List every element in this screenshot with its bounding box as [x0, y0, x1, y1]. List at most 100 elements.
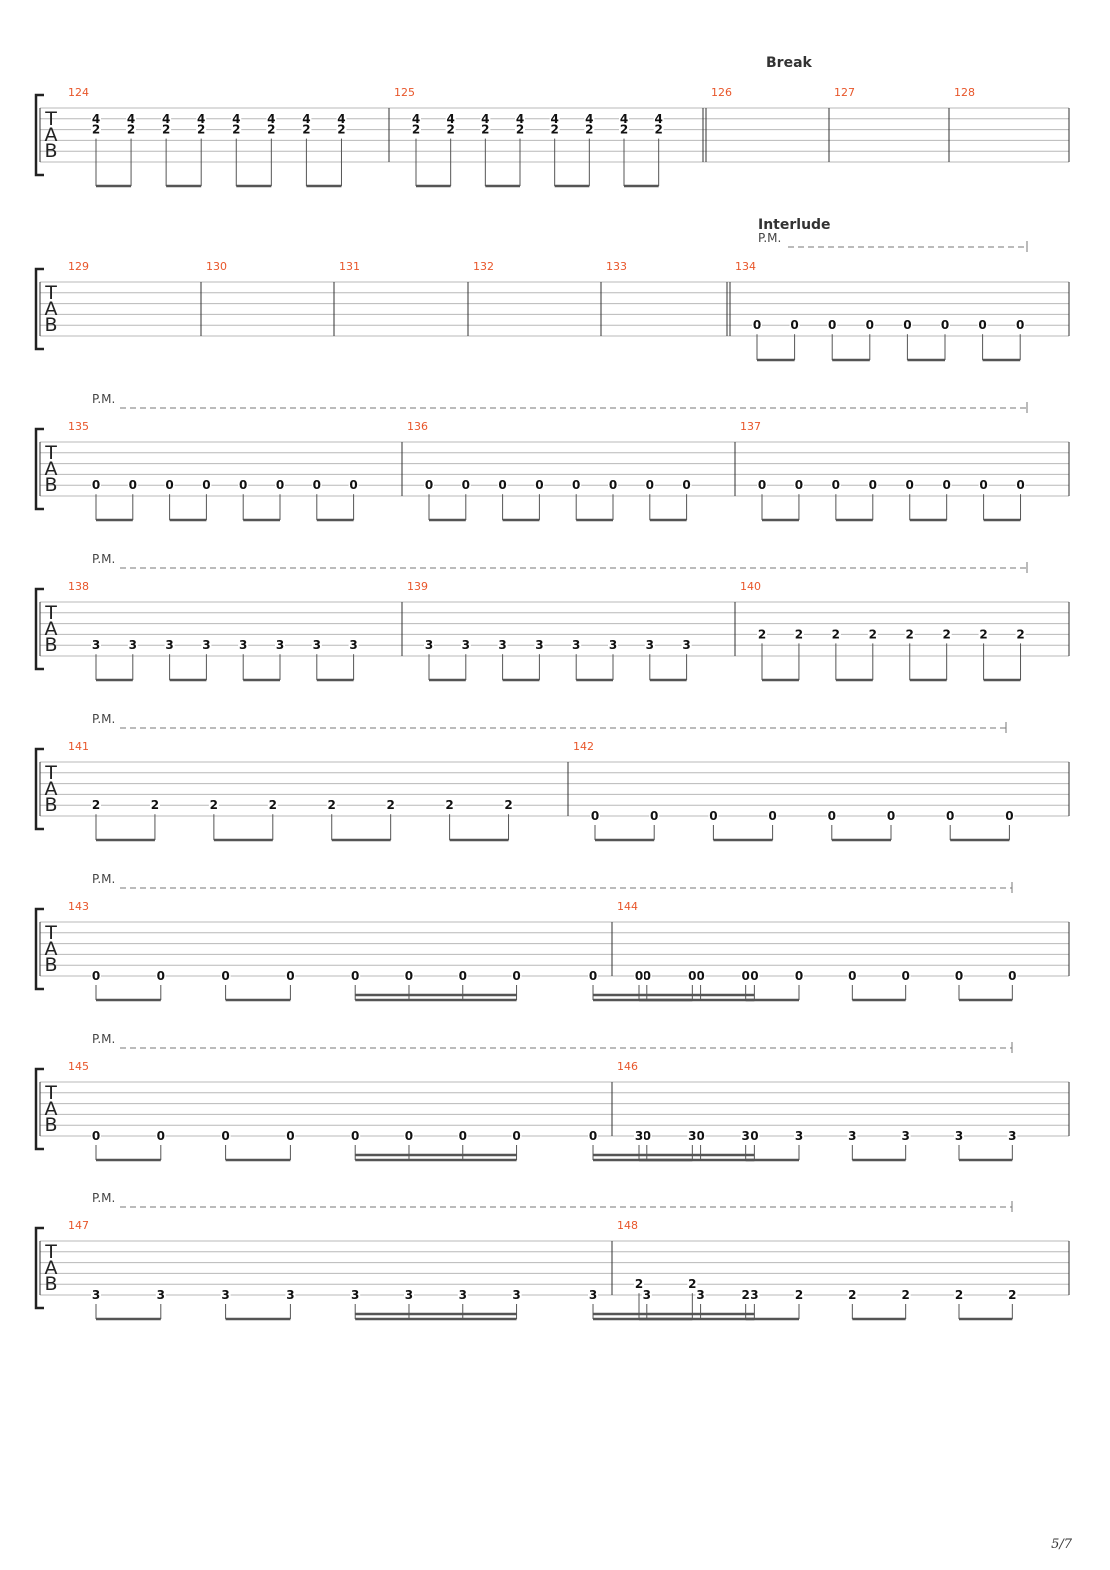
measure-number: 139 [407, 580, 428, 593]
fret-number: 0 [535, 478, 543, 492]
tab-clef-letter: T [44, 1082, 57, 1104]
fret-number: 0 [286, 969, 294, 983]
tab-clef-letter: T [44, 442, 57, 464]
tab-clef-letter: T [44, 762, 57, 784]
fret-number: 0 [758, 478, 766, 492]
fret-number: 0 [157, 969, 165, 983]
fret-bg [749, 970, 760, 982]
fret-number: 0 [942, 478, 950, 492]
fret-number: 0 [741, 969, 749, 983]
fret-number: 0 [696, 1129, 704, 1143]
fret-number: 2 [741, 1288, 749, 1302]
measure-number: 137 [740, 420, 761, 433]
fret-number: 0 [157, 1129, 165, 1143]
fret-number: 4 [302, 112, 310, 126]
fret-number: 2 [979, 627, 987, 641]
fret-number: 4 [337, 112, 345, 126]
fret-bg [403, 1289, 414, 1301]
fret-number: 0 [753, 318, 761, 332]
tab-clef-letter: B [44, 634, 57, 656]
fret-bg [91, 123, 101, 136]
fret-number: 2 [901, 1288, 909, 1302]
tab-clef-letter: T [44, 108, 57, 130]
fret-bg [864, 319, 875, 332]
measure-number: 126 [711, 86, 732, 99]
fret-number: 0 [635, 969, 643, 983]
fret-number: 0 [572, 478, 580, 492]
fret-bg [740, 1289, 751, 1301]
fret-bg [457, 970, 468, 982]
fret-number: 3 [92, 638, 100, 652]
fret-bg [285, 970, 296, 982]
fret-bg [977, 319, 988, 332]
fret-bg [830, 479, 841, 492]
fret-number: 2 [210, 798, 218, 812]
section-title: Break [766, 55, 813, 71]
fret-number: 2 [1008, 1288, 1016, 1302]
fret-number: 2 [848, 1288, 856, 1302]
fret-number: 2 [955, 1288, 963, 1302]
fret-bg [126, 123, 137, 136]
fret-number: 0 [221, 969, 229, 983]
fret-number: 0 [276, 478, 284, 492]
fret-number: 0 [313, 478, 321, 492]
fret-number: 0 [650, 809, 658, 823]
fret-number: 2 [269, 798, 277, 812]
fret-bg [1007, 970, 1018, 982]
fret-number: 3 [696, 1288, 704, 1302]
fret-bg [687, 1130, 698, 1142]
fret-number: 3 [643, 1288, 651, 1302]
fret-bg [91, 799, 101, 812]
fret-number: 2 [151, 798, 159, 812]
fret-bg [634, 1130, 644, 1142]
fret-number: 0 [828, 318, 836, 332]
fret-bg [238, 479, 249, 492]
tab-clef-letter: B [44, 314, 57, 336]
fret-bg [886, 810, 896, 822]
fret-bg [231, 123, 242, 136]
fret-number: 4 [550, 112, 558, 126]
fret-bg [444, 799, 455, 812]
fret-bg [1004, 810, 1015, 822]
fret-bg [794, 1289, 804, 1301]
fret-bg [267, 799, 278, 812]
fret-number: 0 [462, 478, 470, 492]
fret-number: 4 [92, 112, 100, 126]
fret-number: 3 [682, 638, 690, 652]
fret-bg [590, 810, 600, 822]
fret-number: 2 [654, 123, 662, 137]
fret-bg [511, 1130, 522, 1142]
fret-number: 0 [750, 1129, 758, 1143]
measure-number: 141 [68, 740, 89, 753]
fret-bg [91, 1289, 101, 1301]
fret-number: 0 [92, 1129, 100, 1143]
fret-bg [867, 628, 878, 641]
fret-bg [275, 479, 285, 492]
fret-number: 3 [92, 1288, 100, 1302]
fret-number: 4 [446, 112, 454, 126]
fret-bg [900, 1130, 911, 1142]
fret-bg [794, 1130, 804, 1142]
fret-number: 2 [446, 123, 454, 137]
fret-bg [497, 479, 508, 492]
fret-bg [681, 639, 692, 652]
measure-number: 128 [954, 86, 975, 99]
fret-number: 3 [405, 1288, 413, 1302]
tab-clef-letter: T [44, 282, 57, 304]
fret-bg [161, 112, 172, 125]
fret-number: 2 [481, 123, 489, 137]
tab-clef-letter: A [45, 618, 58, 640]
fret-bg [208, 799, 219, 812]
fret-number: 3 [498, 638, 506, 652]
fret-bg [457, 1130, 468, 1142]
fret-bg [457, 1289, 468, 1301]
fret-number: 3 [535, 638, 543, 652]
fret-number: 2 [337, 123, 345, 137]
fret-bg [588, 970, 599, 982]
fret-bg [867, 479, 878, 492]
fret-bg [460, 479, 471, 492]
palm-mute-label: P.M. [758, 231, 781, 245]
fret-number: 0 [709, 809, 717, 823]
fret-number: 0 [906, 478, 914, 492]
